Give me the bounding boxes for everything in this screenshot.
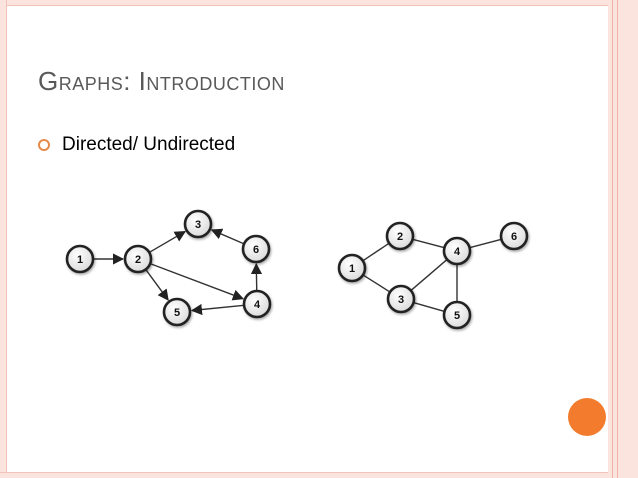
node-1: 1 [65,244,95,274]
node-circle [385,221,415,251]
node-circle [337,253,367,283]
frame-bottom-border [0,472,638,478]
node-label: 1 [77,254,83,266]
node-5: 5 [162,297,192,327]
node-4: 4 [242,289,272,319]
edge-2-5 [145,269,169,301]
edge-1-2 [362,242,390,262]
edge-1-3 [362,274,391,293]
node-3: 3 [183,209,213,239]
node-circle [123,244,153,274]
node-label: 2 [397,231,403,243]
bullet-text: Directed/ Undirected [62,134,236,155]
node-circle [162,297,192,327]
node-circle [65,244,95,274]
bullet-icon [38,139,50,151]
node-label: 6 [253,244,259,256]
node-circle [183,209,213,239]
edge-2-4 [412,238,445,249]
node-6: 6 [499,221,529,251]
frame-top-border [0,0,638,6]
bullet-item: Directed/ Undirected [38,134,235,156]
directed-graph: 1 2 3 4 5 6 [65,209,272,327]
node-label: 4 [254,299,261,311]
node-label: 1 [349,263,355,275]
frame-right-line [612,0,613,478]
node-circle [442,300,472,330]
edge-3-5 [413,301,445,313]
node-2: 2 [123,244,153,274]
node-label: 5 [174,307,180,319]
slide-title: Graphs: Introduction [38,66,285,96]
node-label: 3 [195,219,201,231]
edge-2-4 [149,262,245,301]
node-5: 5 [442,300,472,330]
node-circle [442,236,472,266]
undirected-graph: 1 2 3 4 5 6 [337,221,529,330]
node-label: 6 [511,231,517,243]
edge-4-5 [190,303,245,316]
node-2: 2 [385,221,415,251]
frame-right-line [617,0,618,478]
edge-4-6 [469,238,502,249]
node-circle [386,284,416,314]
node-label: 5 [454,310,460,322]
frame-right-border [608,0,638,478]
node-circle [499,221,529,251]
node-label: 4 [454,246,461,258]
node-label: 3 [398,294,404,306]
node-3: 3 [386,284,416,314]
edge-2-3 [148,230,187,254]
frame-left-border [0,0,7,478]
edge-6-3 [210,228,245,245]
node-4: 4 [442,236,472,266]
decorative-orange-circle [568,398,606,436]
node-circle [242,289,272,319]
edge-3-4 [410,258,448,292]
node-label: 2 [135,254,141,266]
node-circle [241,234,271,264]
node-1: 1 [337,253,367,283]
node-6: 6 [241,234,271,264]
